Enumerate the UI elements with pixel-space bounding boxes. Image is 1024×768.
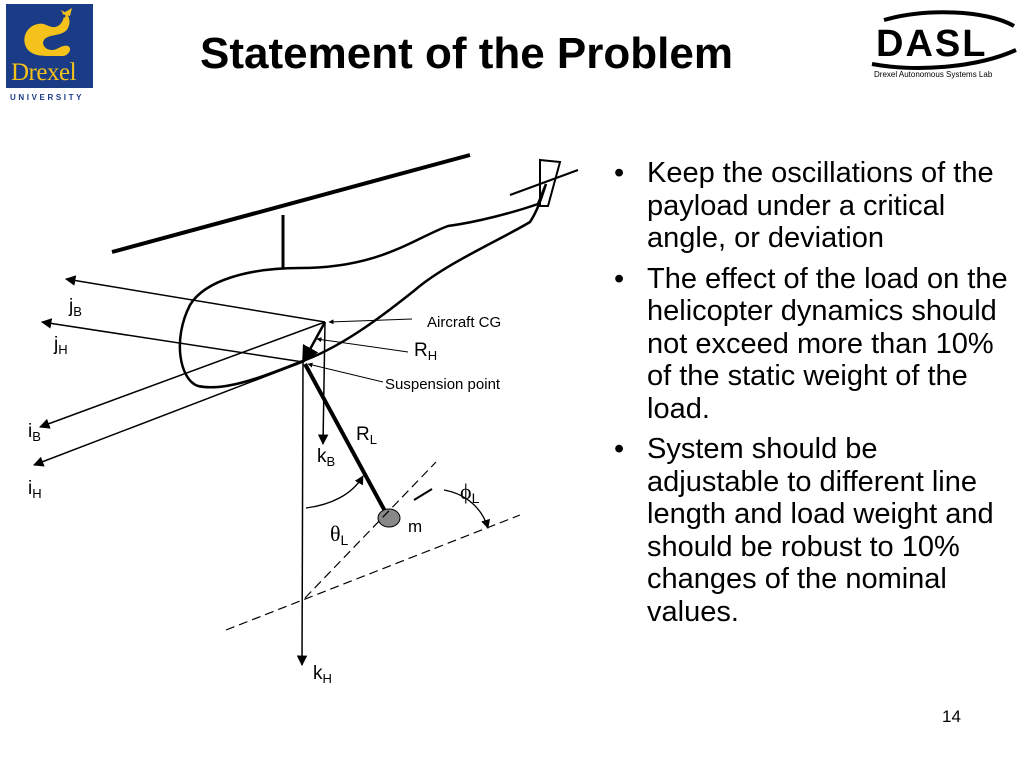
page-number: 14 — [942, 707, 961, 726]
tail-rotor — [509, 169, 579, 196]
drexel-shield: Drexel — [6, 4, 93, 88]
dasl-subtitle: Drexel Autonomous Systems Lab — [874, 70, 993, 79]
phiL-arc — [443, 489, 490, 529]
dasl-wordmark: DASL — [876, 23, 987, 65]
thetaL-arc — [305, 475, 364, 509]
bullet-text: Keep the oscillations of the payload und… — [647, 157, 994, 254]
cable-extension — [304, 461, 437, 599]
list-item: • System should be adjustable to differen… — [614, 433, 1014, 628]
list-item: • The effect of the load on the helicopte… — [614, 263, 1014, 426]
bullet-dot: • — [614, 157, 625, 189]
cg-pointer — [328, 318, 413, 325]
kB-label: kB — [317, 446, 335, 469]
mass-label: m — [408, 517, 422, 536]
sling-load-diagram: Aircraft CG Suspension point jB jH iB iH… — [28, 153, 579, 686]
jH-label: jH — [53, 334, 68, 357]
iB-label: iB — [28, 421, 41, 444]
problem-statement-list: • Keep the oscillations of the payload un… — [614, 157, 1014, 636]
jB-axis — [64, 275, 326, 323]
dasl-logo: DASL Drexel Autonomous Systems Lab — [866, 6, 1018, 84]
iH-axis — [33, 361, 304, 467]
RH-vector — [301, 321, 327, 364]
jB-label: jB — [68, 296, 82, 319]
kH-label: kH — [313, 663, 332, 686]
bullet-dot: • — [614, 262, 625, 295]
list-item: • Keep the oscillations of the payload un… — [614, 157, 1014, 255]
tail-fin — [539, 158, 562, 207]
rh-pointer — [316, 337, 409, 353]
dasl-swoosh-bottom — [871, 48, 1017, 70]
bullet-dot: • — [614, 433, 625, 465]
jH-axis — [40, 318, 304, 363]
phiL-tick — [413, 488, 433, 501]
iH-label: iH — [28, 478, 42, 501]
suspension-point-label: Suspension point — [385, 376, 501, 393]
bullet-text: The effect of the load on the helicopter… — [647, 262, 1008, 425]
iB-axis — [39, 321, 326, 429]
dasl-swoosh-top — [883, 10, 1015, 28]
RH-label: RH — [414, 340, 437, 363]
drexel-wordmark: Drexel — [11, 59, 77, 86]
dragon-icon — [24, 8, 72, 56]
kH-axis — [296, 361, 308, 667]
aircraft-cg-label: Aircraft CG — [427, 314, 501, 331]
thetaL-label: θL — [330, 521, 349, 548]
main-rotor — [111, 153, 471, 254]
reference-plane-line — [225, 514, 521, 631]
university-wordmark: UNIVERSITY — [10, 93, 85, 102]
drexel-logo: Drexel UNIVERSITY — [3, 4, 95, 102]
kB-axis — [317, 321, 329, 446]
suspension-pointer — [307, 362, 384, 383]
phiL-label: ϕL — [460, 479, 480, 506]
bullet-text: System should be adjustable to different… — [647, 433, 994, 628]
RL-cable — [303, 363, 388, 514]
payload-mass — [377, 508, 401, 528]
page-title: Statement of the Problem — [200, 29, 733, 78]
helicopter-fuselage — [178, 183, 548, 389]
RL-label: RL — [356, 424, 377, 447]
